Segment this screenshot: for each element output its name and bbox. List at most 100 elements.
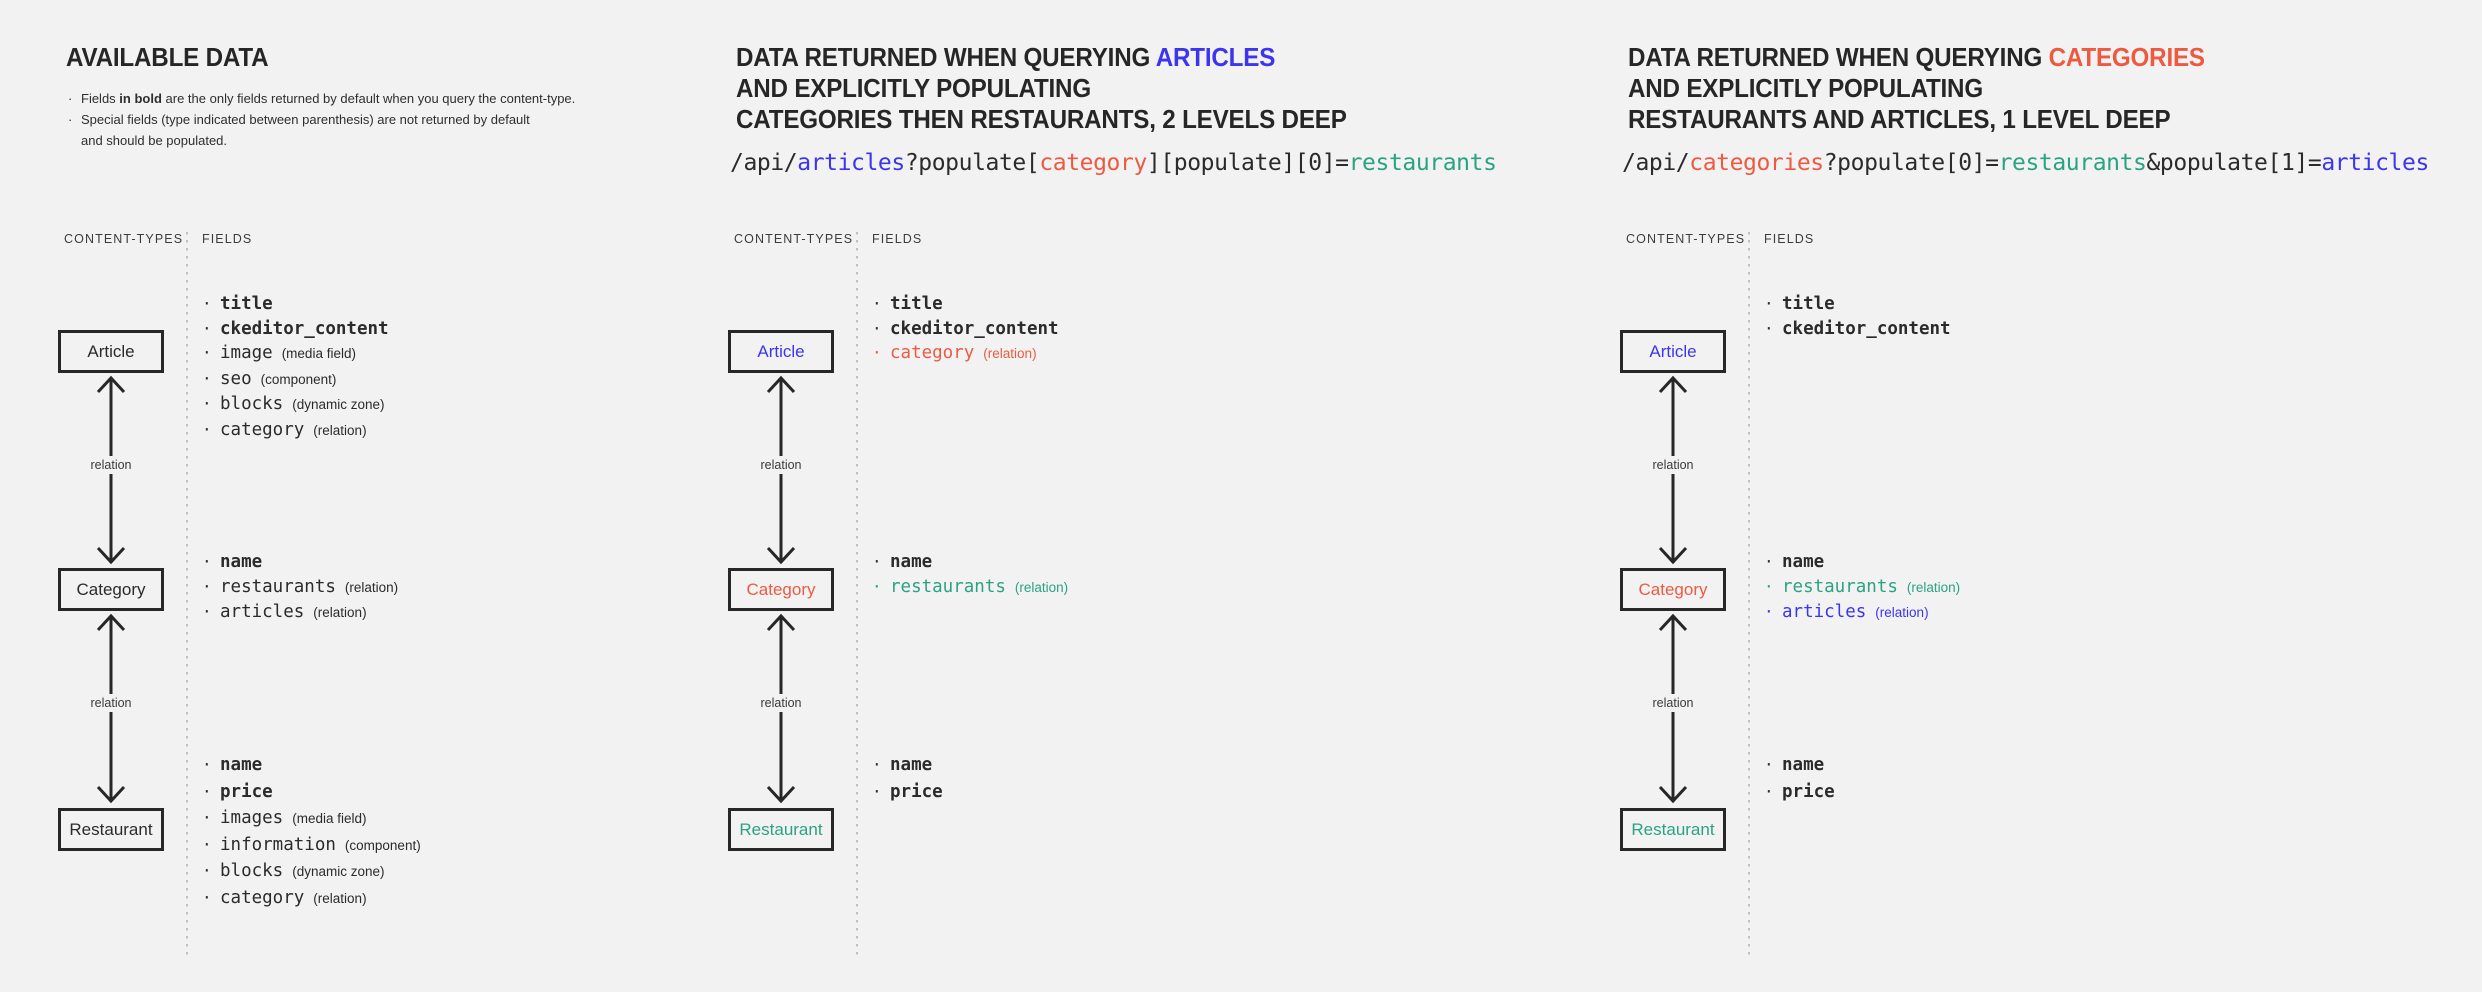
column-header-fields: FIELDS: [202, 232, 253, 246]
node-label: Category: [76, 579, 146, 599]
api-url-segment: articles: [797, 150, 905, 176]
field-name: information: [220, 834, 336, 855]
fields-list-restaurant: ·name·price: [1764, 752, 1835, 805]
relation-label: relation: [756, 694, 806, 712]
dotted-divider: [1748, 232, 1750, 958]
bullet-icon: ·: [872, 755, 882, 774]
field-name: name: [1782, 552, 1825, 572]
api-url-segment: ?populate[0]=: [1823, 150, 1999, 176]
bullet-icon: ·: [1764, 576, 1774, 596]
node-restaurant: Restaurant: [728, 808, 834, 851]
column-header-content-types: CONTENT-TYPES: [734, 232, 854, 246]
field-type: (relation): [344, 579, 399, 595]
relation-label: relation: [756, 456, 806, 474]
bullet-icon: ·: [1764, 755, 1774, 774]
bullet-icon: ·: [872, 576, 882, 596]
field-row: ·articles(relation): [1764, 600, 1960, 626]
field-row: · name: [1764, 752, 1835, 779]
note-text-bold-segment: in bold: [119, 91, 162, 106]
bullet-icon: ·: [202, 576, 212, 596]
bullet-icon: ·: [1764, 552, 1774, 571]
field-row: · price: [872, 779, 943, 806]
dotted-divider: [186, 232, 188, 958]
note-text: Fields in bold are the only fields retur…: [81, 88, 575, 109]
bullet-icon: ·: [202, 394, 212, 413]
field-row: · name: [1764, 550, 1960, 575]
node-article: Article: [728, 330, 834, 373]
bullet-icon: ·: [202, 781, 212, 801]
note-item: · Fields in bold are the only fields ret…: [68, 88, 575, 109]
api-url-segment: &populate[1]=: [2146, 150, 2322, 176]
api-url-segment: /api/: [1622, 150, 1690, 176]
field-name: ckeditor_content: [1782, 318, 1951, 339]
field-row: ·blocks(dynamic zone): [202, 858, 421, 885]
field-row: ·seo(component): [202, 367, 389, 393]
field-type: (relation): [1906, 579, 1961, 595]
field-type: (relation): [1014, 579, 1069, 595]
bullet-icon: ·: [872, 781, 882, 801]
field-row: ·category(relation): [202, 418, 389, 444]
dotted-divider: [856, 232, 858, 958]
field-name: price: [890, 781, 943, 802]
field-name: category: [220, 419, 305, 440]
field-row: ·ckeditor_content: [202, 317, 389, 342]
field-type: (dynamic zone): [292, 397, 385, 412]
bullet-icon: ·: [872, 552, 882, 571]
panel-available-data: AVAILABLE DATA · Fields in bold are the …: [40, 0, 695, 992]
fields-list-restaurant: ·name·price·images(media field)·informat…: [202, 752, 421, 911]
node-label: Category: [1638, 579, 1708, 599]
column-header-content-types: CONTENT-TYPES: [1626, 232, 1746, 246]
api-url: /api/categories?populate[0]=restaurants&…: [1622, 150, 2429, 176]
relation-label: relation: [1648, 456, 1698, 474]
title-line: DATA RETURNED WHEN QUERYING ARTICLES: [736, 42, 1347, 73]
field-row: · name: [872, 752, 943, 779]
bullet-icon: ·: [202, 755, 212, 774]
api-url-segment: categories: [1689, 150, 1824, 176]
title-line: RESTAURANTS AND ARTICLES, 1 LEVEL DEEP: [1628, 104, 2171, 134]
field-name: name: [220, 552, 263, 572]
field-name: articles: [220, 602, 305, 622]
column-header-fields: FIELDS: [872, 232, 923, 246]
field-type: (media field): [281, 346, 356, 361]
node-label: Restaurant: [69, 819, 153, 839]
title-line: CATEGORIES THEN RESTAURANTS, 2 LEVELS DE…: [736, 104, 1347, 134]
field-row: ·title: [872, 292, 1059, 317]
node-restaurant: Restaurant: [1620, 808, 1726, 851]
field-row: ·information(component): [202, 832, 421, 859]
field-type: (relation): [313, 890, 367, 906]
field-row: · category (relation): [202, 885, 421, 912]
field-row: ·ckeditor_content: [872, 317, 1059, 342]
fields-list-category: ·name· restaurants (relation): [872, 550, 1068, 600]
field-name: category: [220, 887, 305, 908]
field-row: ·name: [202, 550, 398, 575]
fields-list-article: ·title·ckeditor_content·image(media fiel…: [202, 292, 389, 443]
title-text-segment: DATA RETURNED WHEN QUERYING: [1628, 42, 2049, 72]
field-name: name: [1782, 755, 1825, 775]
bullet-icon: ·: [1764, 294, 1774, 313]
panel-querying-categories: DATA RETURNED WHEN QUERYING CATEGORIES A…: [1602, 0, 2477, 992]
field-row: ·articles(relation): [202, 600, 398, 626]
relation-label: relation: [86, 456, 136, 474]
bullet-icon: ·: [202, 368, 212, 388]
title-line: AND EXPLICITLY POPULATING: [736, 73, 1091, 103]
field-row: ·category(relation): [872, 341, 1059, 367]
bullet-icon: ·: [1764, 318, 1774, 338]
api-url-segment: restaurants: [1348, 150, 1497, 176]
field-row: ·name: [872, 550, 1068, 575]
field-type: (relation): [983, 346, 1037, 361]
api-url: /api/articles?populate[category][populat…: [730, 150, 1497, 176]
bullet-icon: ·: [1764, 602, 1774, 621]
title-highlight: CATEGORIES: [2048, 42, 2205, 72]
node-category: Category: [58, 568, 164, 611]
note-item: · Special fields (type indicated between…: [68, 109, 575, 151]
bullet-icon: ·: [202, 887, 212, 907]
bullet-icon: ·: [872, 343, 882, 362]
node-label: Article: [87, 341, 135, 361]
bullet-icon: ·: [872, 294, 882, 313]
field-name: restaurants: [890, 576, 1006, 597]
bullet-icon: ·: [202, 318, 212, 338]
field-name: images: [220, 808, 284, 828]
field-row: ·title: [1764, 292, 1951, 317]
field-name: name: [890, 755, 933, 775]
